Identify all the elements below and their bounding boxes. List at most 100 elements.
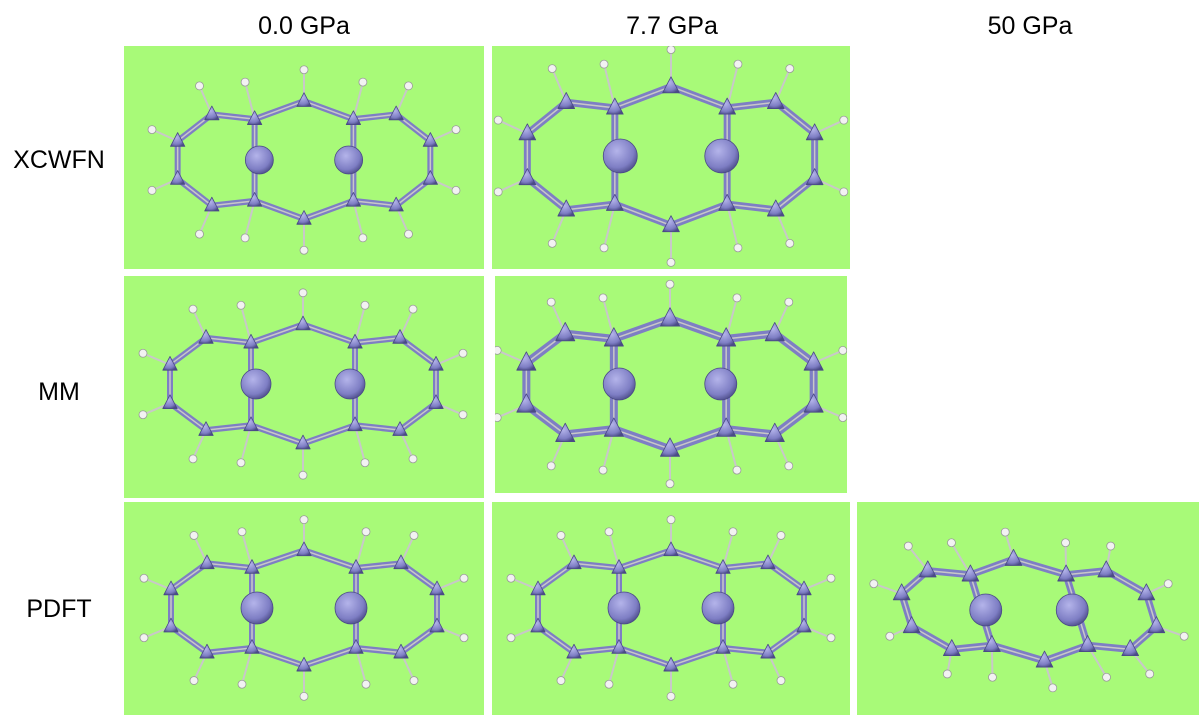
molecule-drawing bbox=[495, 279, 847, 489]
hydrogen-atom bbox=[358, 77, 368, 87]
cc-bond bbox=[727, 101, 776, 109]
cc-bond bbox=[670, 549, 724, 569]
ch-bond bbox=[436, 577, 465, 591]
hydrogen-atom bbox=[408, 304, 418, 314]
hydrogen-atom bbox=[556, 676, 566, 685]
hydrogen-atom bbox=[506, 573, 516, 583]
hydrogen-atom bbox=[666, 257, 676, 267]
cc-bond bbox=[669, 428, 727, 450]
density-lobe bbox=[766, 199, 785, 217]
hydrogen-atom bbox=[408, 454, 418, 464]
density-lobe bbox=[1004, 548, 1023, 566]
hydrogen-atom bbox=[599, 243, 609, 253]
ch-bond bbox=[726, 203, 739, 249]
column-header-1: 7.7 GPa bbox=[626, 12, 718, 40]
hydrogen-atom bbox=[1145, 669, 1155, 679]
density-lobe bbox=[1097, 560, 1116, 578]
density-lobe bbox=[347, 333, 363, 349]
hydrogen-atom bbox=[138, 348, 148, 358]
hydrogen-atom bbox=[733, 59, 743, 69]
density-lobe bbox=[244, 559, 260, 574]
density-lobe bbox=[163, 617, 179, 633]
cc-bond bbox=[565, 428, 614, 436]
hydrogen-atom bbox=[885, 631, 895, 641]
hydrogen-atom bbox=[604, 679, 614, 689]
cc-bond bbox=[951, 644, 992, 651]
hydrogen-atom bbox=[458, 410, 468, 420]
density-lobe bbox=[805, 168, 824, 186]
cc-bond bbox=[927, 569, 971, 576]
ch-bond bbox=[244, 200, 256, 239]
column-header-0: 0.0 GPa bbox=[258, 12, 350, 40]
hydrogen-atom bbox=[451, 125, 461, 134]
hydrogen-atom bbox=[139, 633, 149, 643]
density-lobe bbox=[803, 351, 824, 371]
density-lobe bbox=[388, 105, 404, 121]
cc-bond bbox=[614, 203, 672, 227]
density-lobe bbox=[530, 580, 546, 596]
ch-bond bbox=[722, 647, 734, 685]
density-lobe bbox=[796, 580, 812, 596]
density-lobe bbox=[296, 541, 312, 557]
cc-bond bbox=[254, 200, 305, 220]
density-lobe bbox=[516, 351, 537, 371]
density-lobe bbox=[566, 643, 582, 659]
row-header-0: XCWFN bbox=[13, 146, 105, 174]
hydrogen-atom bbox=[240, 233, 250, 243]
cc-bond bbox=[205, 337, 252, 344]
cc-bond bbox=[727, 203, 776, 211]
density-lobe bbox=[170, 170, 186, 185]
hydrogen-atom bbox=[298, 470, 308, 480]
density-lobe bbox=[247, 192, 263, 207]
density-lobe bbox=[518, 168, 537, 186]
hydrogen-atom bbox=[988, 672, 997, 682]
density-lobe bbox=[296, 656, 312, 672]
density-lobe bbox=[1121, 639, 1140, 657]
density-lobe bbox=[766, 92, 785, 109]
cc-bond bbox=[722, 647, 769, 654]
hydrogen-atom bbox=[139, 573, 149, 583]
hydrogen-atom bbox=[459, 633, 469, 643]
density-lobe bbox=[429, 580, 445, 596]
density-lobe bbox=[715, 559, 731, 574]
central-density-sphere bbox=[240, 591, 274, 625]
hydrogen-atom bbox=[826, 573, 836, 583]
density-lobe bbox=[199, 643, 215, 659]
density-lobe bbox=[983, 635, 1001, 652]
hydrogen-atom bbox=[1061, 538, 1070, 548]
cc-bond bbox=[250, 424, 304, 445]
density-lobe bbox=[204, 196, 220, 212]
cc-bond bbox=[613, 428, 671, 450]
hydrogen-atom bbox=[188, 304, 198, 314]
panel-mm-7-7-gpa bbox=[495, 276, 847, 493]
molecule-drawing bbox=[506, 515, 836, 701]
ch-bond bbox=[814, 119, 845, 135]
hydrogen-atom bbox=[784, 297, 794, 307]
panel-mm-0-0-gpa bbox=[124, 276, 484, 498]
hydrogen-atom bbox=[236, 300, 246, 310]
hydrogen-atom bbox=[195, 229, 204, 239]
hydrogen-atom bbox=[361, 679, 371, 689]
hydrogen-atom bbox=[459, 573, 469, 583]
central-density-sphere bbox=[244, 145, 274, 175]
density-lobe bbox=[803, 393, 824, 413]
density-lobe bbox=[295, 315, 311, 331]
density-lobe bbox=[345, 192, 361, 207]
cc-bond bbox=[1087, 644, 1131, 651]
ch-bond bbox=[352, 200, 364, 239]
panel-pdft-0-0-gpa bbox=[124, 502, 484, 715]
hydrogen-atom bbox=[236, 458, 246, 468]
molecule-drawing bbox=[147, 65, 461, 255]
hydrogen-atom bbox=[299, 65, 309, 75]
molecule-drawing bbox=[139, 515, 469, 701]
cc-bond bbox=[726, 332, 775, 340]
density-lobe bbox=[345, 110, 361, 125]
density-lobe bbox=[892, 583, 911, 601]
ch-bond bbox=[143, 577, 172, 591]
hydrogen-atom bbox=[1179, 631, 1189, 641]
ch-bond bbox=[726, 63, 739, 109]
density-lobe bbox=[296, 92, 312, 107]
cc-bond bbox=[613, 318, 671, 340]
hydrogen-atom bbox=[665, 279, 675, 289]
central-density-sphere bbox=[334, 591, 368, 625]
